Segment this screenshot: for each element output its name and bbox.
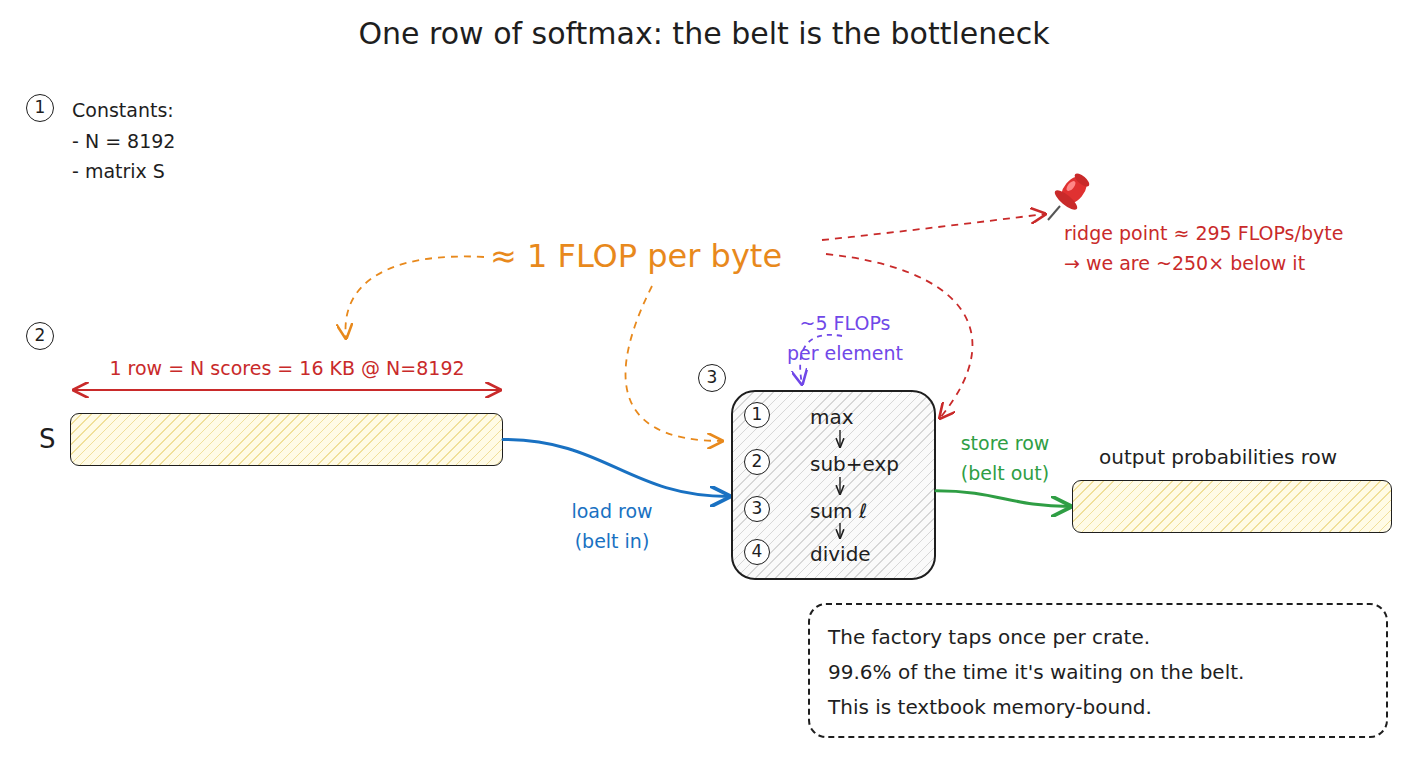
note-text: This is textbook memory-bound. — [828, 691, 1152, 723]
pushpin-icon — [1048, 171, 1092, 220]
constant-item: - matrix S — [72, 156, 165, 186]
step-arrow — [839, 477, 840, 494]
leader-line — [826, 254, 972, 418]
step-arrow — [839, 523, 840, 538]
step-number: 2 — [744, 449, 770, 475]
step-text: divide — [810, 540, 871, 568]
constants-heading: Constants: — [72, 95, 174, 125]
dimension-arrow — [74, 389, 500, 391]
note-text: The factory taps once per crate. — [828, 621, 1150, 653]
callout-number: 2 — [26, 322, 54, 350]
flow-arrow — [936, 491, 1070, 507]
row-heading: output probabilities row — [1099, 443, 1337, 471]
flops-note: ~5 FLOPs per element — [782, 308, 908, 368]
callout-number: 1 — [26, 94, 54, 122]
step-text: sub+exp — [810, 450, 899, 478]
step-number: 3 — [744, 496, 770, 522]
leader-line — [346, 256, 484, 338]
output-row: output probabilities row — [1072, 480, 1392, 533]
note-text: 99.6% of the time it's waiting on the be… — [828, 656, 1244, 688]
ridge-note: → we are ~250× below it — [1064, 248, 1305, 278]
step-number: 4 — [744, 539, 770, 565]
step-text: sum ℓ — [810, 497, 867, 525]
flow-arrow — [503, 440, 729, 497]
step-arrow — [839, 430, 840, 447]
callout-number: 3 — [698, 364, 726, 392]
ratio-label: ≈ 1 FLOP per byte — [490, 236, 782, 276]
diagram-title: One row of softmax: the belt is the bott… — [0, 16, 1408, 51]
note-box: The factory taps once per crate.99.6% of… — [808, 603, 1388, 738]
step-number: 1 — [744, 402, 770, 428]
ridge-note: ridge point ≈ 295 FLOPs/byte — [1064, 218, 1343, 248]
leader-line — [822, 214, 1045, 240]
row-name: S — [39, 422, 56, 456]
step-text: max — [810, 403, 854, 431]
edge-label: store row (belt out) — [950, 428, 1060, 488]
input-row: S — [70, 413, 503, 466]
dimension-label: 1 row = N scores = 16 KB @ N=8192 — [72, 353, 502, 383]
constant-item: - N = 8192 — [72, 126, 175, 156]
edge-label: load row (belt in) — [562, 496, 662, 556]
